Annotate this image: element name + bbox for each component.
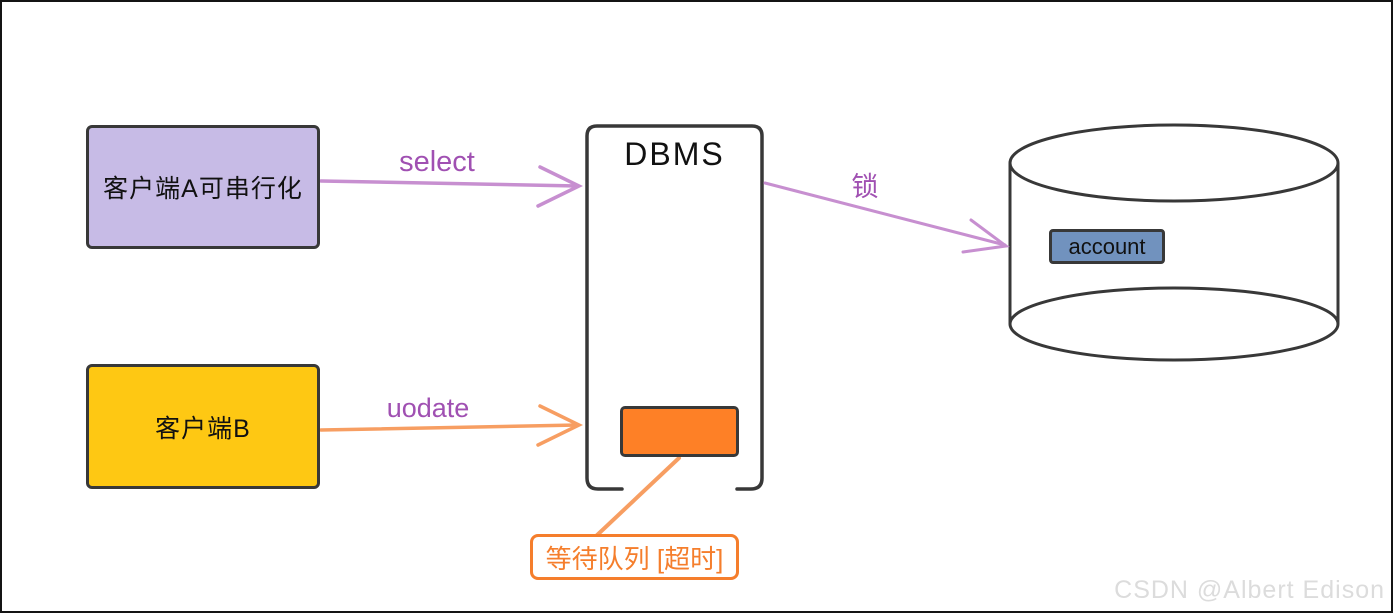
database-cylinder-icon [1008,123,1340,362]
account-label: account [1068,233,1146,259]
queue-timeout-label: 等待队列 [超时] [545,543,724,574]
cylinder-bottom-ellipse [1008,286,1340,362]
select-arrow-label: select [399,146,475,178]
dbms-label: DBMS [624,135,725,172]
watermark-text: CSDN @Albert Edison [1114,576,1385,604]
dbms-box-outline [585,124,764,491]
queue-callout-connector [592,456,681,540]
client-b-box: 客户端B [86,364,320,489]
cylinder-top-ellipse [1008,123,1340,203]
wait-queue-box [620,406,739,457]
lock-arrow [763,181,1010,254]
select-arrow [319,165,583,208]
lock-arrow-label: 锁 [851,172,879,202]
account-box: account [1049,229,1165,264]
dbms-title: DBMS [587,134,762,174]
client-a-label: 客户端A可串行化 [103,175,303,203]
queue-timeout-callout: 等待队列 [超时] [530,534,739,580]
update-arrow [319,404,583,447]
client-b-label: 客户端B [155,414,251,443]
client-a-box: 客户端A可串行化 [86,125,320,249]
update-arrow-label: uodate [386,393,470,423]
